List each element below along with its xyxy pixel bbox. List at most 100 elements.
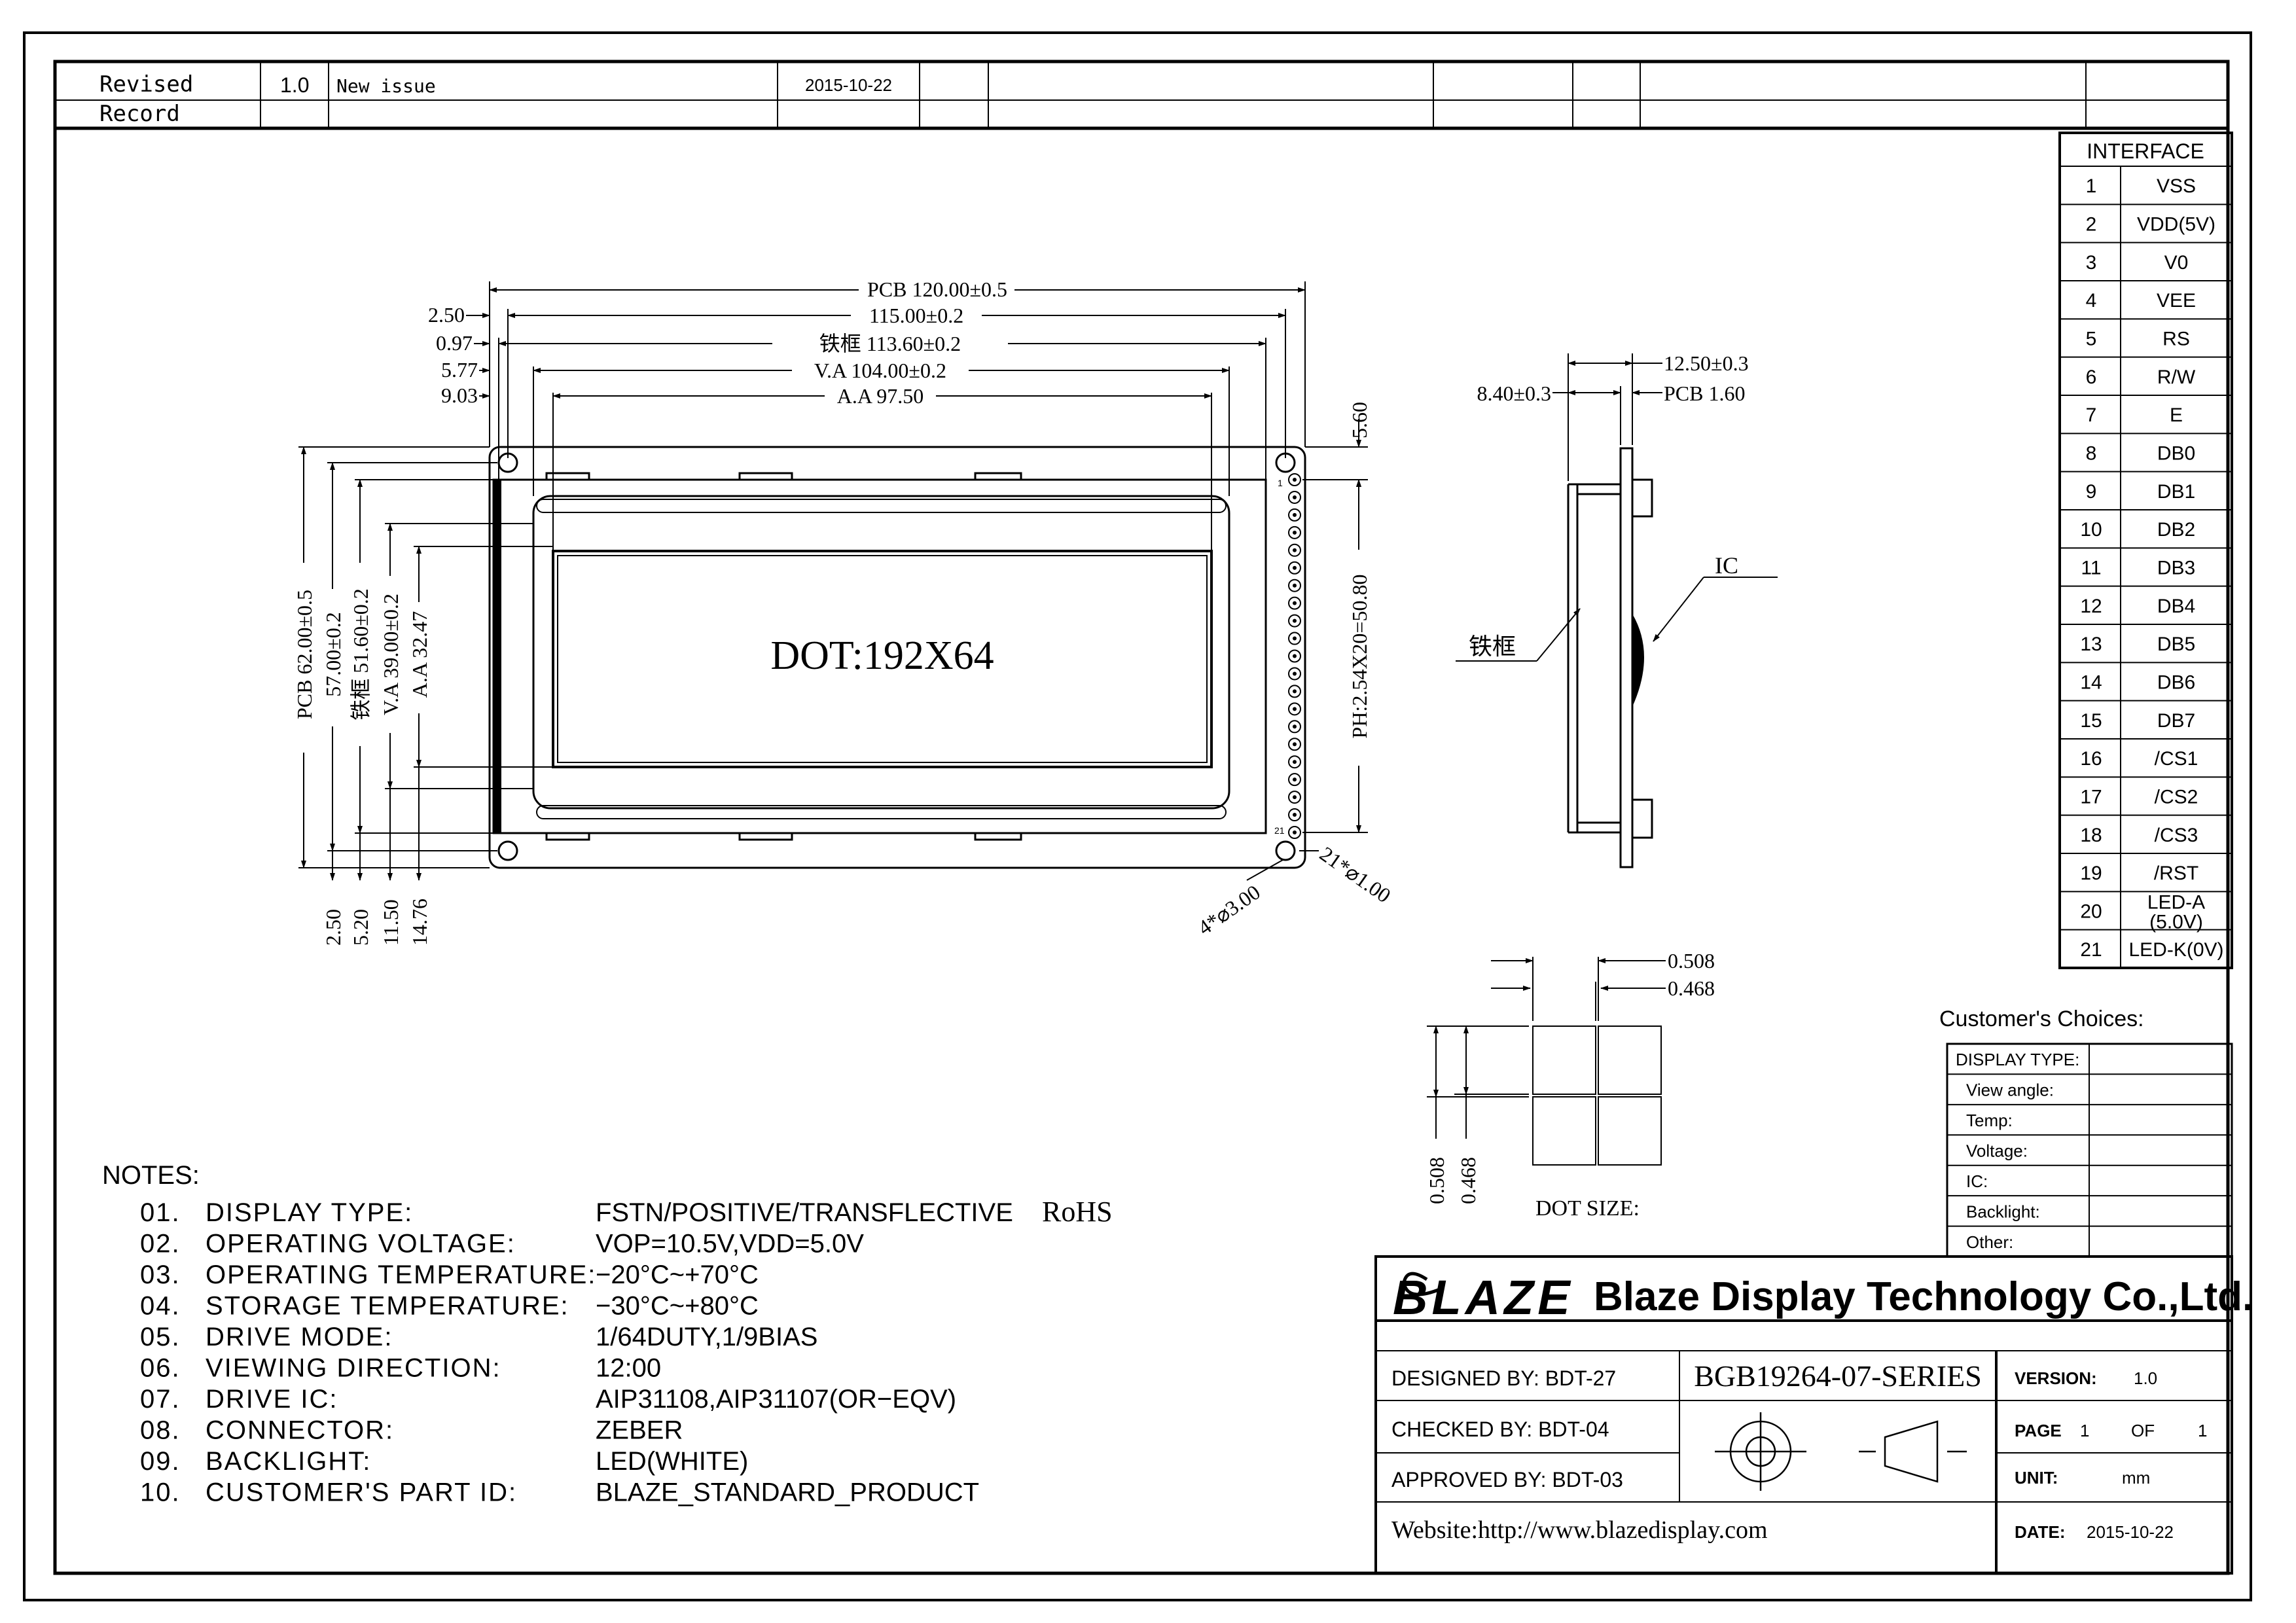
customer-title: Customer's Choices: bbox=[1939, 1007, 2144, 1031]
dim-left-offset-3: 5.77 bbox=[441, 358, 478, 382]
revision-description: New issue bbox=[336, 75, 436, 97]
dot-size-value: 0.468 bbox=[1668, 976, 1715, 1000]
note-label: STORAGE TEMPERATURE: bbox=[206, 1292, 569, 1321]
pin-first-label: 1 bbox=[1278, 478, 1283, 488]
interface-title: INTERFACE bbox=[2087, 139, 2204, 163]
connector-pin bbox=[1288, 561, 1301, 575]
customer-row-label: DISPLAY TYPE: bbox=[1956, 1050, 2079, 1069]
active-area bbox=[552, 550, 1213, 768]
dim-module-thickness: 12.50±0.3 bbox=[1664, 351, 1749, 375]
note-number: 10. bbox=[140, 1478, 181, 1507]
customer-row-label: Voltage: bbox=[1966, 1141, 2028, 1161]
note-number: 09. bbox=[140, 1447, 181, 1476]
blaze-logo: BLAZE bbox=[1393, 1270, 1570, 1325]
dot-size-vertical: 0.468 bbox=[1456, 1157, 1480, 1204]
dim-outline-width: 115.00±0.2 bbox=[869, 304, 963, 327]
note-value: FSTN/POSITIVE/TRANSFLECTIVE bbox=[596, 1198, 1013, 1227]
connector-pin bbox=[1288, 649, 1301, 663]
dim-bottom-offset-4: 14.76 bbox=[408, 899, 431, 946]
note-label: DISPLAY TYPE: bbox=[206, 1198, 413, 1227]
dim-pin-offset: 5.60 bbox=[1348, 402, 1371, 438]
connector-pin bbox=[1288, 490, 1301, 504]
revision-date: 2015-10-22 bbox=[805, 75, 892, 95]
inner-border bbox=[53, 60, 2230, 1575]
customer-row-label: IC: bbox=[1966, 1171, 1988, 1191]
pin-name: LED-A bbox=[2147, 892, 2205, 914]
unit-value: mm bbox=[2122, 1468, 2150, 1488]
connector-pin bbox=[1288, 702, 1301, 716]
page-value: 1 bbox=[2080, 1421, 2089, 1440]
dot-size-title: DOT SIZE: bbox=[1535, 1196, 1640, 1221]
connector-pin-center bbox=[1293, 495, 1297, 499]
pin-number: 2 bbox=[2086, 214, 2097, 236]
dim-pin-pitch: PH:2.54X20=50.80 bbox=[1348, 575, 1371, 739]
notes-block: NOTES: 01.DISPLAY TYPE:FSTN/POSITIVE/TRA… bbox=[102, 1161, 1113, 1507]
pin-last-label: 21 bbox=[1274, 825, 1285, 836]
page-label: PAGE bbox=[2015, 1421, 2062, 1440]
connector-pin-center bbox=[1293, 583, 1297, 588]
customer-choices: Customer's Choices: DISPLAY TYPE: View an… bbox=[1939, 1007, 2233, 1258]
note-label: DRIVE MODE: bbox=[206, 1323, 393, 1351]
note-value: LED(WHITE) bbox=[596, 1447, 748, 1476]
dim-bottom-offset-3: 11.50 bbox=[379, 899, 403, 946]
note-number: 06. bbox=[140, 1354, 181, 1383]
note-value: BLAZE_STANDARD_PRODUCT bbox=[596, 1478, 979, 1507]
pin-number: 21 bbox=[2080, 939, 2102, 961]
pin-number: 11 bbox=[2081, 558, 2101, 579]
note-label: CONNECTOR: bbox=[206, 1416, 394, 1445]
dim-bottom-offset-1: 2.50 bbox=[321, 909, 345, 946]
pin-number: 16 bbox=[2080, 748, 2102, 770]
pin-name: /CS2 bbox=[2155, 787, 2198, 808]
pin-number: 13 bbox=[2080, 633, 2102, 655]
revision-table: Revised Record 1.0 New issue 2015-10-22 bbox=[55, 62, 2228, 130]
note-value: ZEBER bbox=[596, 1416, 683, 1445]
pin-name: /CS3 bbox=[2155, 825, 2198, 846]
pin-number: 4 bbox=[2086, 290, 2097, 312]
connector-pin-center bbox=[1293, 795, 1297, 800]
note-value: −20°C~+70°C bbox=[596, 1260, 759, 1289]
pin-name: DB4 bbox=[2157, 596, 2195, 617]
pin-name: RS bbox=[2162, 329, 2190, 350]
dim-frame-width: 铁框 113.60±0.2 bbox=[819, 332, 961, 355]
dim-bottom-offset-2: 5.20 bbox=[349, 909, 372, 946]
connector-pin-center bbox=[1293, 601, 1297, 605]
connector-pin-center bbox=[1293, 724, 1297, 729]
pin-number: 7 bbox=[2086, 404, 2097, 426]
pin-name: V0 bbox=[2164, 252, 2189, 274]
dim-left-offset-4: 9.03 bbox=[441, 383, 478, 407]
connector-pin bbox=[1288, 720, 1301, 734]
note-label: CUSTOMER'S PART ID: bbox=[206, 1478, 517, 1507]
dim-pin-spec: 21*⌀1.00 bbox=[1316, 842, 1395, 907]
revision-version: 1.0 bbox=[280, 73, 309, 97]
checked-by: CHECKED BY: BDT-04 bbox=[1391, 1418, 1609, 1441]
pin-name: E bbox=[2170, 404, 2183, 426]
pin-name: DB5 bbox=[2157, 633, 2195, 655]
pin-number: 8 bbox=[2086, 443, 2097, 465]
dim-outline-height: 57.00±0.2 bbox=[321, 612, 345, 697]
pin-name: VEE bbox=[2157, 290, 2196, 312]
note-number: 01. bbox=[140, 1198, 181, 1227]
note-number: 05. bbox=[140, 1323, 181, 1351]
customer-row-label: Temp: bbox=[1966, 1111, 2013, 1130]
connector-pin bbox=[1288, 685, 1301, 698]
connector-pin bbox=[1288, 508, 1301, 522]
note-label: DRIVE IC: bbox=[206, 1385, 338, 1414]
date-label: DATE: bbox=[2015, 1522, 2066, 1542]
customer-row-label: View angle: bbox=[1966, 1080, 2054, 1100]
pin-name: /CS1 bbox=[2155, 748, 2198, 770]
note-value: VOP=10.5V,VDD=5.0V bbox=[596, 1230, 864, 1258]
connector-pin-center bbox=[1293, 478, 1297, 482]
note-value: 1/64DUTY,1/9BIAS bbox=[596, 1323, 817, 1351]
version-label: VERSION: bbox=[2015, 1368, 2097, 1388]
pin-number: 12 bbox=[2080, 596, 2102, 617]
connector-pin-center bbox=[1293, 760, 1297, 764]
revision-label-1: Revised bbox=[99, 71, 193, 98]
dot-pitch-vertical: 0.508 bbox=[1425, 1157, 1448, 1204]
pin-number: 6 bbox=[2086, 366, 2097, 388]
connector-pin bbox=[1288, 596, 1301, 610]
dim-pcb-width: PCB 120.00±0.5 bbox=[867, 277, 1007, 301]
connector-pin-center bbox=[1293, 654, 1297, 658]
note-extra: RoHS bbox=[1042, 1196, 1113, 1228]
dim-hole-spec: 4*⌀3.00 bbox=[1193, 880, 1265, 940]
unit-label: UNIT: bbox=[2015, 1468, 2058, 1488]
